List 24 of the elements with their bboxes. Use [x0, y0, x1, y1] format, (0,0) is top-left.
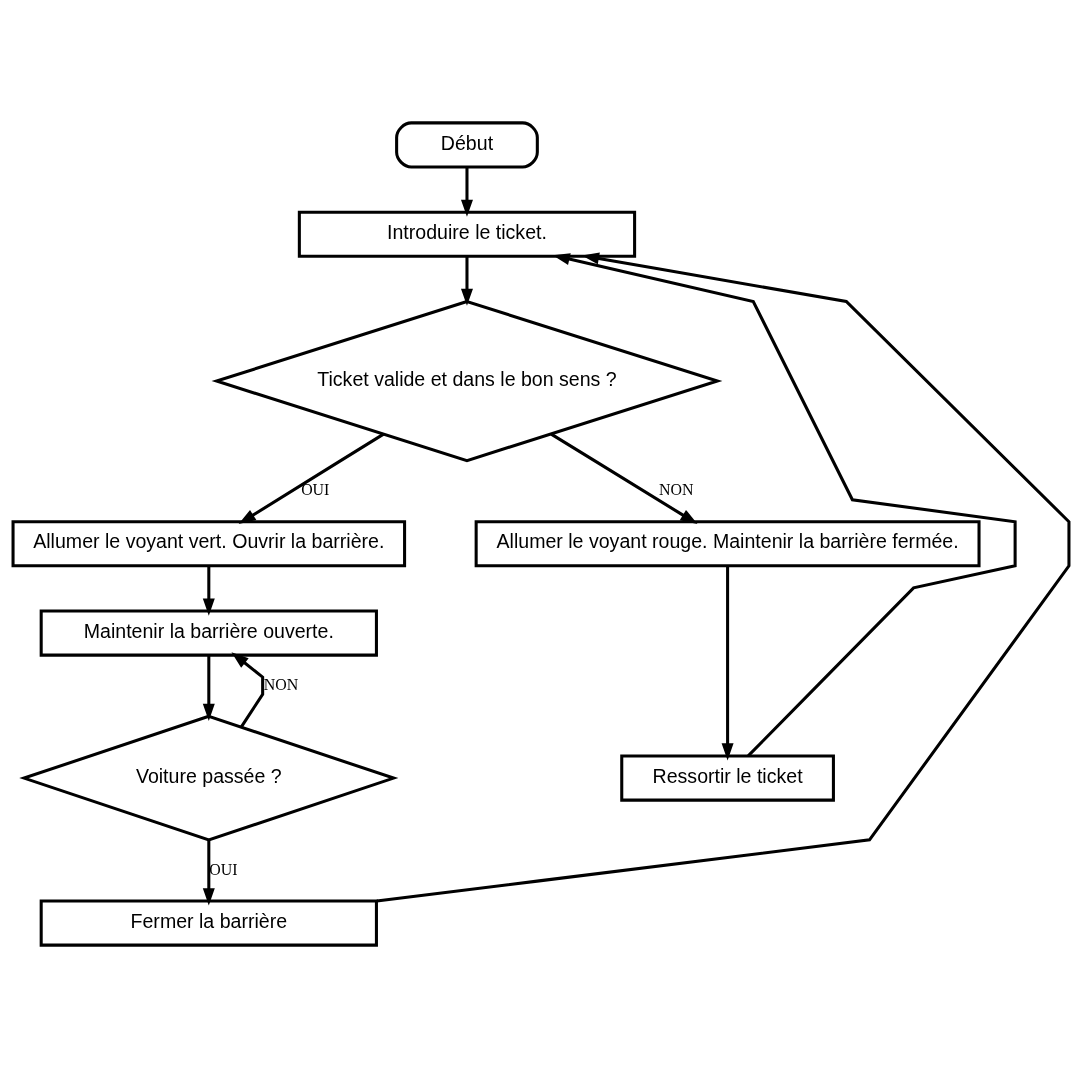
arrow [550, 432, 698, 525]
arrow [231, 652, 265, 728]
arrow [202, 655, 215, 721]
arrow [238, 432, 385, 525]
arrow [376, 252, 1071, 903]
arrow [202, 840, 215, 906]
node-diamond: Ticket valide et dans le bon sens ? [211, 299, 723, 463]
edge-label: NON [658, 481, 694, 499]
node-box: Fermer la barrière [39, 899, 378, 947]
arrow [460, 256, 473, 306]
edge-label: OUI [209, 860, 238, 878]
node-box: Allumer le voyant vert. Ouvrir la barrière. [11, 520, 407, 568]
node-box: Allumer le voyant rouge. Maintenir la barrière fermée. [474, 520, 981, 568]
arrow [721, 566, 734, 761]
node-box: Introduire le ticket. [297, 210, 637, 258]
arrow [460, 167, 473, 217]
arrow [552, 253, 1017, 757]
node-box: Maintenir la barrière ouverte. [39, 609, 378, 657]
node-box: Ressortir le ticket [620, 754, 835, 802]
node-diamond: Voiture passée ? [19, 714, 399, 842]
node-box: Début [395, 121, 539, 169]
arrow [202, 566, 215, 616]
edge-label: OUI [301, 481, 330, 499]
edge-label: NON [263, 675, 299, 693]
